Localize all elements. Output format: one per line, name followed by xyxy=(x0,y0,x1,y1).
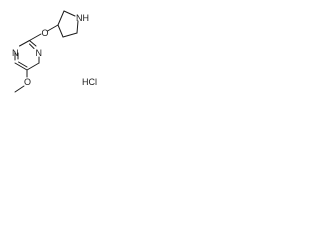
pyrrolidine-ring xyxy=(57,10,79,38)
pyrimidine-ring xyxy=(14,40,40,71)
bond-c4-c5-inner xyxy=(18,61,28,68)
bond-n1-c2-inner xyxy=(29,43,35,49)
atom-o-methoxy: O xyxy=(24,77,31,87)
chemical-structure-diagram: N N O NH O HCl xyxy=(12,10,97,93)
bond-c5p-n1p xyxy=(76,20,79,34)
atom-o-ether: O xyxy=(42,28,49,38)
bond-c4p-c5p xyxy=(62,32,78,38)
bond-c2p-c3 xyxy=(57,10,65,26)
atom-n-pyrimidine-top: N xyxy=(36,48,43,58)
bond-o-methoxy-ch3 xyxy=(14,85,25,93)
bond-c2-n3 xyxy=(19,40,30,47)
atom-nh-pyrrolidine: NH xyxy=(76,13,89,23)
bond-c5-c6 xyxy=(26,62,40,71)
bond-c3-c4p xyxy=(57,24,64,38)
bond-o-ether-c3 xyxy=(47,24,59,32)
bond-c4-c5 xyxy=(14,62,28,71)
bond-n1p-c2p xyxy=(63,10,76,17)
salt-label-hcl: HCl xyxy=(82,77,97,87)
bond-n1-c2 xyxy=(29,40,37,47)
atom-n-pyrimidine-bottom: N xyxy=(12,48,19,58)
bond-c2-o-ether xyxy=(29,33,42,41)
